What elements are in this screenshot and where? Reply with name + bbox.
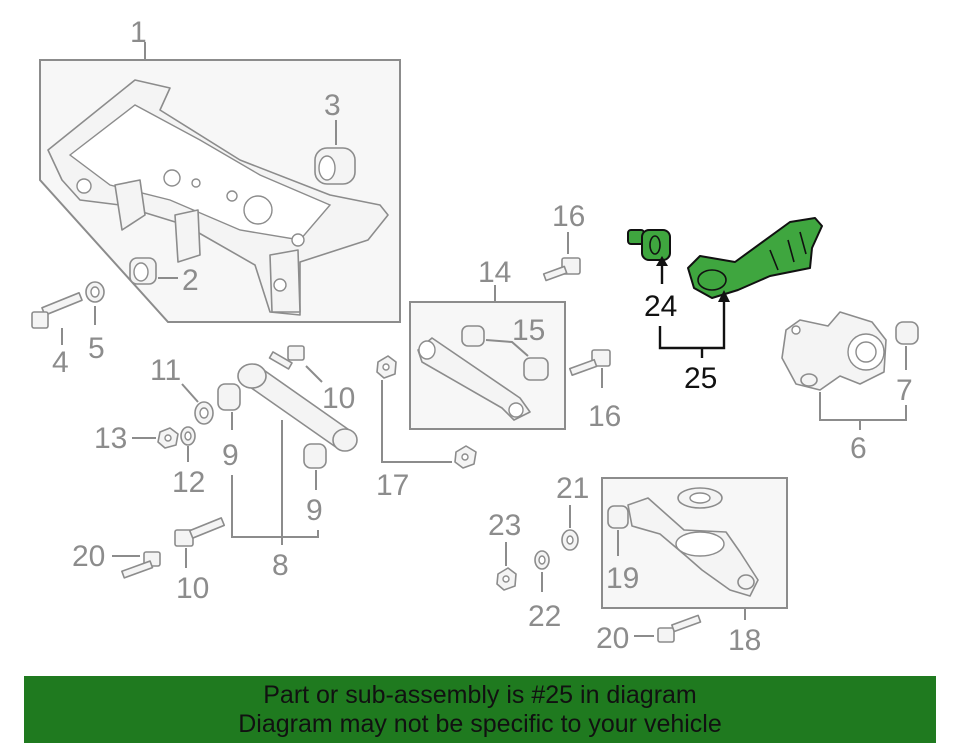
callout-11: 11	[150, 354, 181, 387]
washer-22	[534, 550, 550, 570]
callout-18: 18	[728, 624, 761, 657]
bushing-7	[895, 321, 919, 345]
nut-23	[496, 567, 517, 591]
callout-2: 2	[182, 264, 199, 297]
bolt-10-lower	[174, 517, 226, 547]
banner-line-2: Diagram may not be specific to your vehi…	[238, 710, 722, 738]
crossmember	[47, 79, 389, 316]
bolt-10-upper	[268, 345, 305, 370]
callout-15: 15	[512, 314, 545, 347]
bushing-3	[314, 147, 356, 185]
bolt-4	[31, 291, 83, 329]
callout-9-upper: 9	[222, 439, 239, 472]
bushing-15	[461, 325, 549, 381]
bolt-16-lower	[568, 349, 611, 377]
bolt-20-left	[121, 551, 161, 579]
knuckle-6	[781, 311, 887, 391]
bushing-24-highlighted	[627, 229, 671, 261]
callout-9-lower: 9	[306, 494, 323, 527]
info-banner: Part or sub-assembly is #25 in diagram D…	[24, 676, 936, 743]
callout-25: 25	[684, 362, 717, 395]
callout-7: 7	[896, 374, 913, 407]
bushing-2	[129, 257, 157, 285]
control-arm-25-highlighted	[687, 217, 823, 299]
parts-diagram: 1 2 3 4 5 9 9 8 10 11	[31, 16, 919, 657]
trailing-arm-14	[417, 337, 531, 421]
callout-5: 5	[88, 332, 105, 365]
bolt-16-upper	[542, 257, 581, 282]
callout-1: 1	[130, 16, 147, 49]
callout-10-upper: 10	[322, 382, 355, 415]
bushing-9-lower	[303, 443, 327, 469]
callout-16-lower: 16	[588, 400, 621, 433]
callout-4: 4	[52, 346, 69, 379]
lower-arm-18	[627, 497, 759, 597]
callout-20-left: 20	[72, 540, 105, 573]
callout-20-right: 20	[596, 622, 629, 655]
callout-21: 21	[556, 472, 589, 505]
callout-24: 24	[644, 290, 677, 323]
callout-16-upper: 16	[552, 200, 585, 233]
washer-11	[194, 401, 214, 425]
bolt-20-right	[657, 614, 702, 643]
callout-10-lower: 10	[176, 572, 209, 605]
lateral-link-8	[237, 363, 358, 452]
callout-19: 19	[606, 562, 639, 595]
callout-23: 23	[488, 509, 521, 542]
nut-17-upper	[376, 355, 397, 379]
washer-12	[180, 426, 196, 446]
nut-17-lower	[454, 445, 477, 469]
callout-12: 12	[172, 466, 205, 499]
nut-13	[157, 427, 179, 449]
callout-6: 6	[850, 432, 867, 465]
callout-22: 22	[528, 600, 561, 633]
callout-8: 8	[272, 549, 289, 582]
callout-14: 14	[478, 256, 511, 289]
washer-5	[85, 281, 105, 303]
callout-17: 17	[376, 469, 409, 502]
bushing-9-upper	[217, 383, 241, 411]
washer-21	[561, 529, 579, 551]
spring-seat	[677, 487, 723, 509]
callout-13: 13	[94, 422, 127, 455]
banner-line-1: Part or sub-assembly is #25 in diagram	[263, 681, 697, 709]
bushing-19	[607, 505, 629, 529]
callout-3: 3	[324, 89, 341, 122]
